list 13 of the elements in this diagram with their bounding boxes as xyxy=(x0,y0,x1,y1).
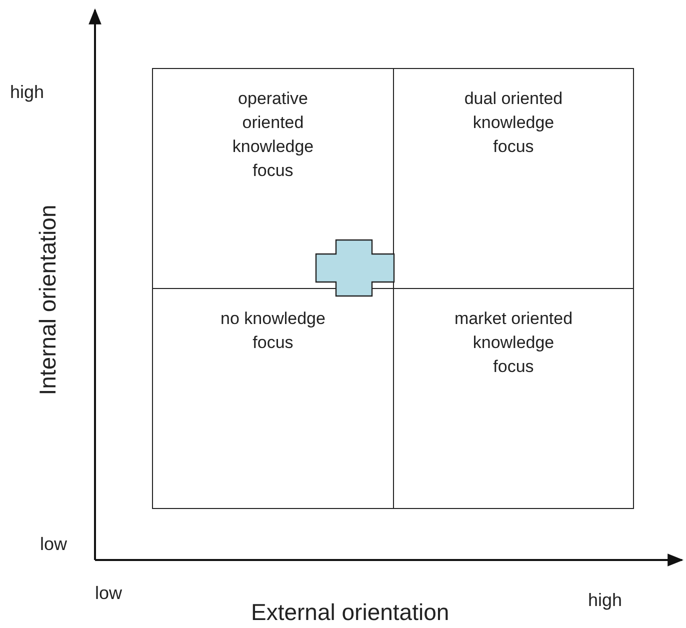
axis-tick-label: high xyxy=(10,82,44,103)
quadrant-box xyxy=(393,288,634,509)
cross-marker xyxy=(316,240,394,297)
axis-title: Internal orientation xyxy=(34,204,62,396)
axis-tick-label: high xyxy=(588,590,622,611)
axis-tick-label: low xyxy=(40,534,68,555)
quadrant-label: market oriented knowledge focus xyxy=(453,308,574,378)
axis-title: External orientation xyxy=(251,599,450,626)
axis-tick-label: low xyxy=(95,583,122,604)
quadrant-label: dual oriented knowledge focus xyxy=(463,88,564,158)
quadrant-label: no knowledge focus xyxy=(220,308,326,354)
quadrant-box xyxy=(393,68,634,289)
quadrant-label: operative oriented knowledge focus xyxy=(231,88,315,182)
